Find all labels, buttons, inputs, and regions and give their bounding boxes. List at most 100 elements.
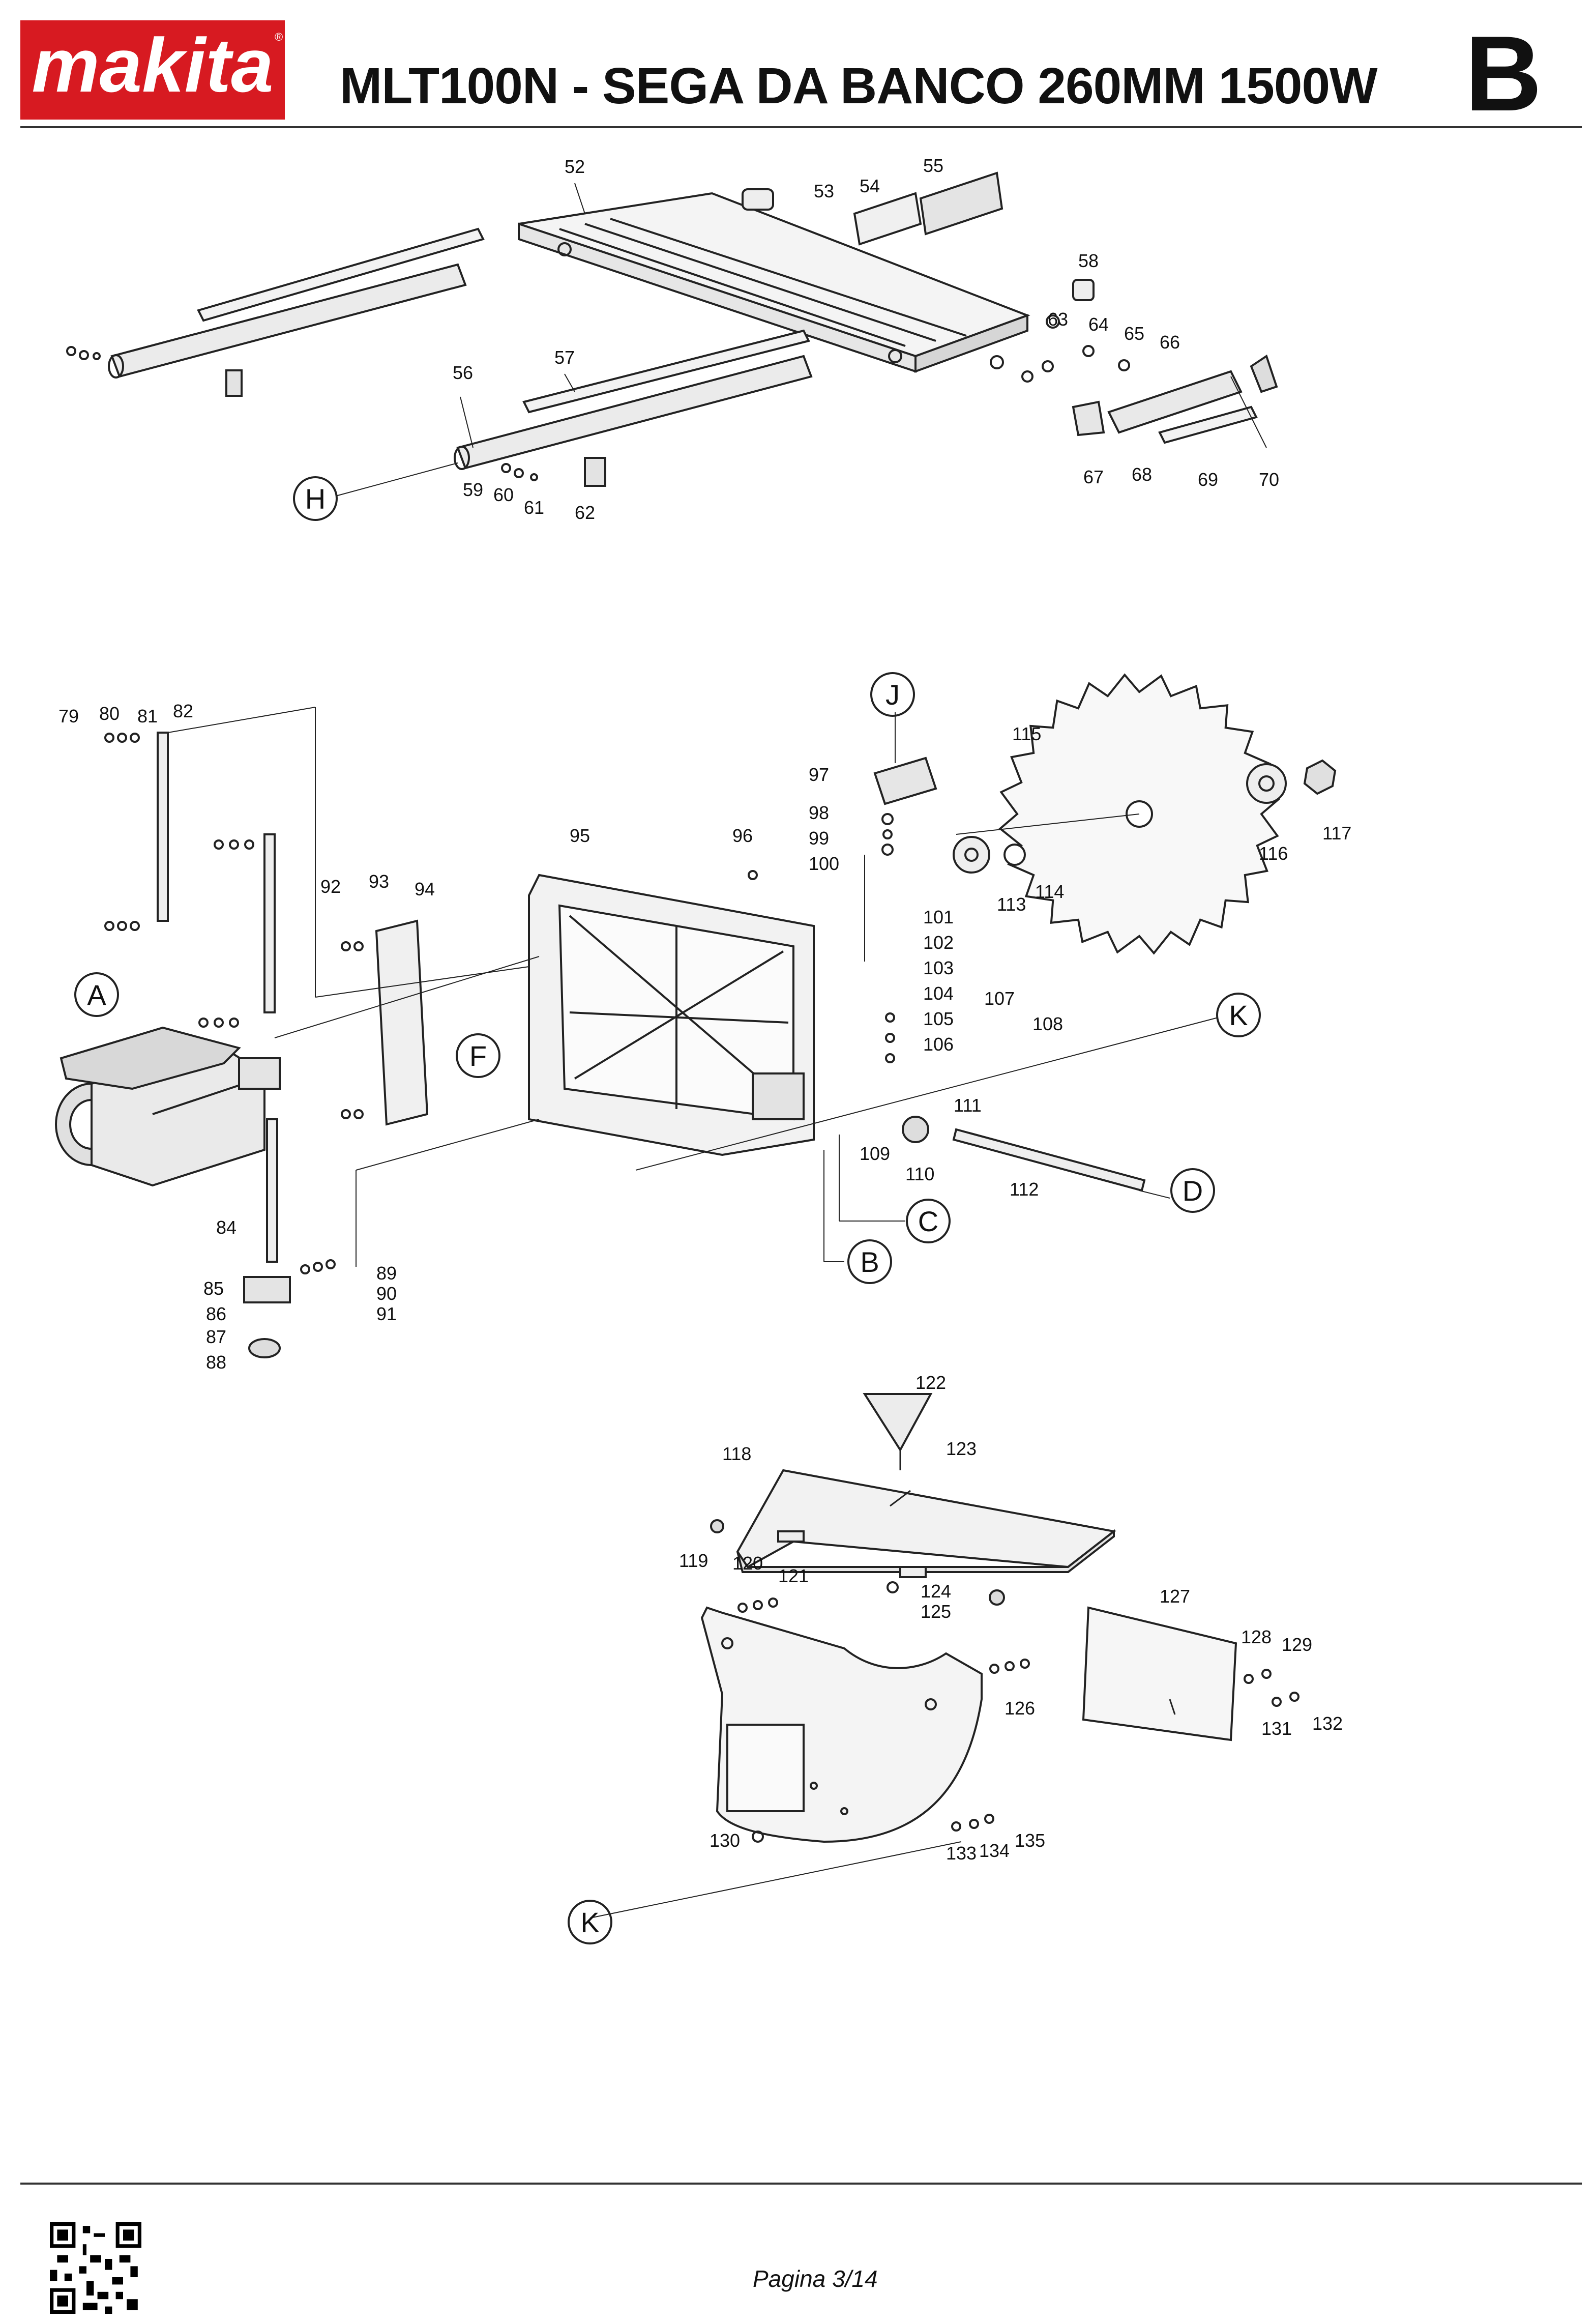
callout-135: 135 <box>1015 1830 1045 1851</box>
letter-d-circle <box>1170 1168 1215 1213</box>
callout-61: 61 <box>524 497 544 518</box>
callout-91: 91 <box>376 1303 397 1324</box>
callout-127: 127 <box>1160 1586 1190 1607</box>
callout-57: 57 <box>554 347 575 368</box>
riving-knife-122 <box>863 1393 933 1452</box>
callout-95: 95 <box>570 825 590 846</box>
callout-94: 94 <box>415 879 435 899</box>
letter-k-bottom: K <box>580 1906 599 1938</box>
callout-102: 102 <box>923 932 954 953</box>
callout-100: 100 <box>809 853 839 874</box>
callout-96: 96 <box>732 825 753 846</box>
callout-64: 64 <box>1088 314 1109 335</box>
callout-52: 52 <box>565 156 585 177</box>
callout-99: 99 <box>809 828 829 849</box>
part-55 <box>919 171 1003 236</box>
callout-119: 119 <box>679 1550 708 1571</box>
callout-97: 97 <box>809 764 829 785</box>
letter-a: A <box>87 979 106 1011</box>
letter-h-circle <box>293 476 338 521</box>
callout-90: 90 <box>376 1283 397 1304</box>
letter-k-circle-bottom <box>568 1900 612 1944</box>
svg-text:®: ® <box>275 31 283 43</box>
callout-56: 56 <box>453 362 473 383</box>
callout-92: 92 <box>320 876 341 897</box>
extension-table-group <box>66 171 1278 521</box>
page-header: makita ® MLT100N - SEGA DA BANCO 260MM 1… <box>0 0 1595 132</box>
main-frame <box>528 874 815 1156</box>
callout-54: 54 <box>860 176 880 196</box>
callout-126: 126 <box>1005 1698 1035 1719</box>
motor-assembly <box>55 1026 281 1187</box>
makita-logo-wordmark: makita ® <box>32 22 283 108</box>
callout-122: 122 <box>915 1372 946 1393</box>
callout-108: 108 <box>1032 1013 1063 1034</box>
guide-68 <box>1107 370 1243 434</box>
letter-d: D <box>1183 1175 1203 1207</box>
letter-j: J <box>885 679 900 711</box>
callout-80: 80 <box>99 703 120 724</box>
saw-body-group <box>55 672 1337 1358</box>
section-letter: B <box>1465 14 1542 133</box>
callout-67: 67 <box>1083 467 1104 487</box>
callout-85: 85 <box>203 1278 224 1299</box>
qr-code <box>50 2222 141 2314</box>
callout-104: 104 <box>923 983 954 1004</box>
callout-59: 59 <box>463 479 483 500</box>
callout-79: 79 <box>58 706 79 727</box>
callout-88: 88 <box>206 1352 226 1373</box>
base-plate-118 <box>736 1469 1116 1568</box>
letter-a-circle <box>74 972 119 1017</box>
callout-112: 112 <box>1010 1179 1039 1200</box>
callout-125: 125 <box>921 1601 951 1622</box>
callout-110: 110 <box>905 1164 934 1184</box>
letter-b-circle <box>847 1239 892 1284</box>
callout-107: 107 <box>984 988 1015 1009</box>
callout-105: 105 <box>923 1008 954 1029</box>
header-divider <box>20 126 1582 128</box>
callout-69: 69 <box>1198 469 1218 490</box>
callout-131: 131 <box>1261 1718 1292 1739</box>
page-title: MLT100N - SEGA DA BANCO 260MM 1500W <box>340 57 1377 114</box>
rail-strip <box>197 227 485 322</box>
letter-b: B <box>860 1246 879 1278</box>
letter-c: C <box>918 1205 938 1237</box>
callout-53: 53 <box>814 181 834 201</box>
callout-118: 118 <box>722 1443 751 1464</box>
callout-101: 101 <box>923 907 954 927</box>
guide-tube-56 <box>456 355 813 470</box>
callout-121: 121 <box>778 1565 809 1586</box>
callout-68: 68 <box>1132 464 1152 485</box>
callout-98: 98 <box>809 802 829 823</box>
callout-58: 58 <box>1078 250 1099 271</box>
callout-129: 129 <box>1282 1634 1312 1655</box>
callout-103: 103 <box>923 957 954 978</box>
callout-117: 117 <box>1322 823 1351 844</box>
callout-86: 86 <box>206 1303 226 1324</box>
callout-123: 123 <box>946 1438 977 1459</box>
letter-c-circle <box>906 1199 951 1243</box>
base-panel-group <box>568 1393 1299 1944</box>
makita-logo: makita ® <box>20 20 285 120</box>
side-panel-127 <box>1082 1606 1237 1741</box>
callout-124: 124 <box>921 1581 951 1602</box>
callout-70: 70 <box>1259 469 1279 490</box>
callout-130: 130 <box>710 1830 740 1851</box>
callout-84: 84 <box>216 1217 237 1238</box>
callout-81: 81 <box>137 706 158 727</box>
callout-113: 113 <box>997 894 1026 915</box>
svg-text:makita: makita <box>32 22 273 108</box>
callout-82: 82 <box>173 701 193 721</box>
callout-128: 128 <box>1241 1626 1272 1647</box>
callout-111: 111 <box>954 1095 982 1116</box>
rail-strip-57 <box>522 329 810 414</box>
callout-106: 106 <box>923 1034 954 1055</box>
callout-132: 132 <box>1312 1713 1343 1734</box>
letter-k: K <box>1229 999 1248 1031</box>
page-number: Pagina 3/14 <box>753 2265 878 2292</box>
callout-63: 63 <box>1048 309 1068 330</box>
callout-134: 134 <box>979 1840 1010 1861</box>
callout-66: 66 <box>1160 332 1180 353</box>
